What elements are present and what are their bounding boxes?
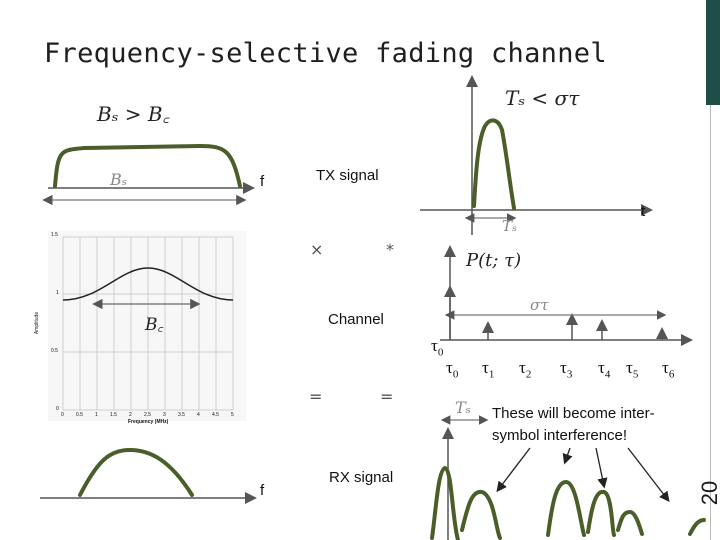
plot-x-tick: 0.5 <box>76 412 83 418</box>
sidebar-divider <box>710 105 711 540</box>
bs-label: Bₛ <box>110 170 128 189</box>
slide-title: Frequency-selective fading channel <box>44 38 607 69</box>
plot-grid <box>62 236 234 411</box>
plot-y-tick: 1 <box>56 290 59 296</box>
isi-callout: These will become inter-symbol interfere… <box>492 405 655 444</box>
times-operator-left: × <box>310 240 324 259</box>
plot-x-tick: 2 <box>129 412 132 418</box>
pdp-impulses <box>444 285 668 340</box>
pdp-label: P(t; τ) <box>466 250 522 271</box>
accent-bar <box>706 0 720 105</box>
equals-operator-left: = <box>309 387 323 406</box>
tau-5-label: τ5 <box>626 358 639 381</box>
plot-x-tick: 2.5 <box>144 412 151 418</box>
equals-operator-right: = <box>380 387 394 406</box>
plot-x-tick: 3.5 <box>178 412 185 418</box>
plot-y-tick: 0 <box>56 406 59 412</box>
ts-label: Tₛ <box>502 217 518 235</box>
tx-time-pulse <box>472 118 516 210</box>
plot-x-tick: 1 <box>95 412 98 418</box>
tau-6-label: τ6 <box>662 358 675 381</box>
tau-1-label: τ1 <box>482 358 495 381</box>
f-axis-label-bottom: f <box>260 482 265 499</box>
rx-signal-label: RX signal <box>329 469 394 486</box>
tx-signal-label: TX signal <box>316 167 379 184</box>
channel-response-plot <box>48 231 246 421</box>
rx-time-pulses <box>430 465 706 540</box>
plot-x-tick: 0 <box>61 412 64 418</box>
rx-spectrum-curve <box>78 447 194 497</box>
plot-xlabel: Frequency (MHz) <box>128 419 169 425</box>
tau-0-label: τ0 <box>431 336 444 359</box>
sigma-tau-label: στ <box>530 296 549 314</box>
f-axis-label-top: f <box>260 173 265 190</box>
t-axis-label: t <box>641 203 646 220</box>
plot-x-tick: 4.5 <box>212 412 219 418</box>
plot-ylabel: Amplitude <box>34 311 41 335</box>
bc-label: B꜀ <box>145 315 164 335</box>
channel-response-curve <box>62 267 234 301</box>
plot-x-tick: 3 <box>163 412 166 418</box>
tau-3-label: τ3 <box>560 358 573 381</box>
ts-bottom-label: Tₛ <box>455 398 472 417</box>
ts-less-sigma: Tₛ < στ <box>505 86 580 110</box>
tau-2-label: τ2 <box>519 358 532 381</box>
tau-4-label: τ4 <box>598 358 611 381</box>
plot-y-tick: 0.5 <box>51 348 58 354</box>
bs-greater-bc: Bₛ > B꜀ <box>97 102 170 126</box>
convolution-operator-right: * <box>386 240 394 259</box>
plot-x-tick: 1.5 <box>110 412 117 418</box>
tau-0-axis-label: τ0 <box>446 358 459 381</box>
plot-x-tick: 4 <box>197 412 200 418</box>
tx-spectrum-curve <box>53 143 242 188</box>
callout-arrows <box>496 447 670 503</box>
plot-y-tick: 1.5 <box>51 232 58 238</box>
channel-label: Channel <box>328 311 384 328</box>
plot-x-tick: 5 <box>231 412 234 418</box>
